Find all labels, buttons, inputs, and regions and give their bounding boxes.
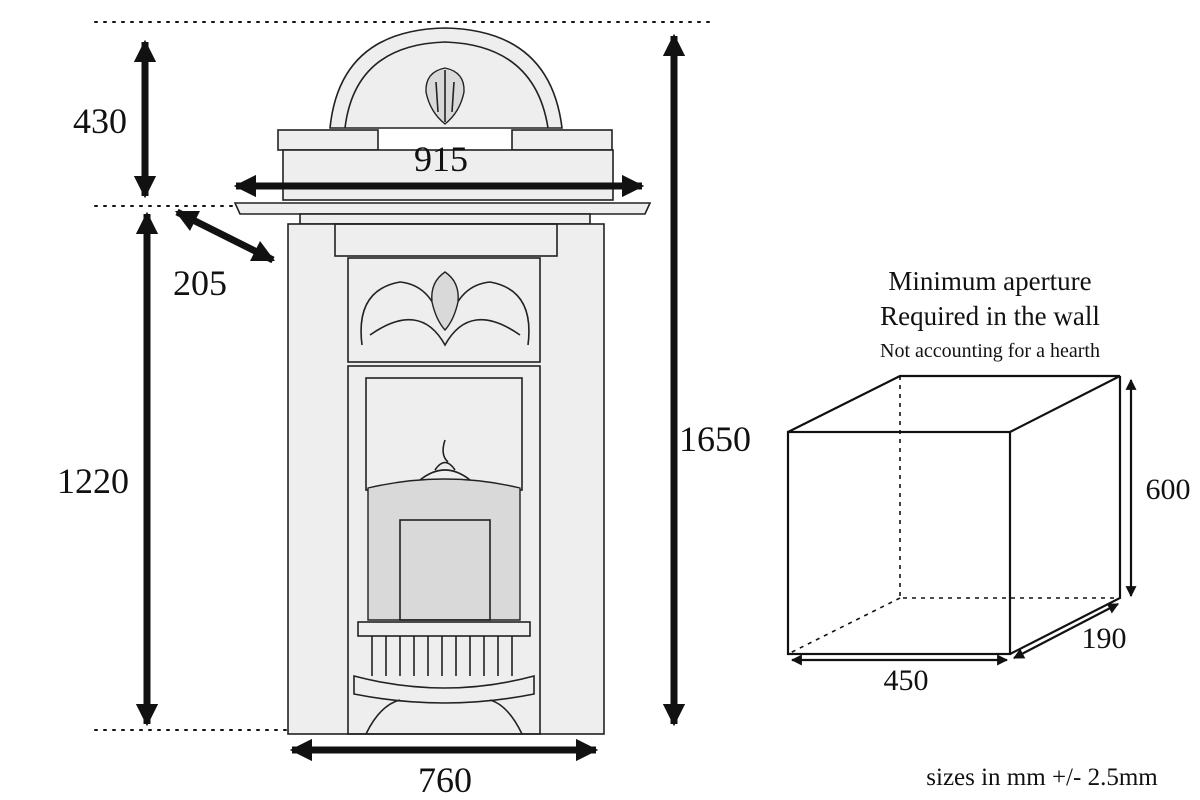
frieze-motif — [431, 271, 459, 332]
mantel-lip — [299, 213, 591, 225]
right-bracket — [511, 129, 613, 151]
aperture-subtitle: Not accounting for a hearth — [880, 340, 1100, 362]
frieze-swirls-lower — [369, 318, 521, 347]
grate-front-rail — [353, 674, 535, 704]
fireplace-illustration — [233, 27, 652, 735]
box-front-face — [786, 430, 1012, 656]
aperture-width-label: 450 — [884, 664, 929, 697]
hood-plate — [365, 377, 523, 491]
aperture-depth-arrow — [1013, 603, 1119, 659]
firebox-back — [367, 478, 521, 621]
crest-motif-lines — [435, 70, 455, 122]
frieze-top — [334, 223, 558, 257]
width-dimensions: 915 760 — [233, 139, 645, 800]
mantel-shelf — [233, 202, 652, 215]
aperture-height-label: 600 — [1146, 473, 1191, 506]
total-height-dimension: 1650 — [662, 33, 751, 727]
aperture-depth-label: 190 — [1082, 622, 1127, 655]
depth-arrow — [174, 208, 276, 264]
mantel-depth-label: 205 — [173, 263, 227, 303]
lower-height-label: 1220 — [57, 461, 129, 501]
reference-lines — [94, 21, 711, 731]
total-height-label: 1650 — [679, 419, 751, 459]
inner-frame — [347, 365, 541, 735]
units-note: sizes in mm +/- 2.5mm — [926, 764, 1158, 791]
aperture-title-line2: Required in the wall — [880, 301, 1100, 331]
grate-top-rail — [357, 621, 531, 637]
base-width-label: 760 — [418, 760, 472, 800]
crest-height-label: 430 — [73, 101, 127, 141]
frieze-panel — [347, 257, 541, 363]
grate-bars — [371, 636, 513, 676]
hood-flourish — [419, 439, 471, 481]
arch-inner — [344, 41, 549, 129]
grate-legs — [365, 699, 523, 735]
left-bracket — [277, 129, 379, 151]
aperture-box: 600 450 190 — [786, 374, 1191, 697]
box-top-face — [787, 374, 1121, 433]
firebox-panel — [399, 519, 491, 621]
height-dimensions: 430 1220 205 — [57, 39, 276, 727]
aperture-title-line1: Minimum aperture — [888, 266, 1091, 296]
mantel-width-label: 915 — [414, 139, 468, 179]
box-hidden-edges — [787, 376, 1120, 655]
aperture-heading: Minimum aperture Required in the wall No… — [880, 266, 1100, 362]
frieze-swirls — [360, 281, 530, 346]
